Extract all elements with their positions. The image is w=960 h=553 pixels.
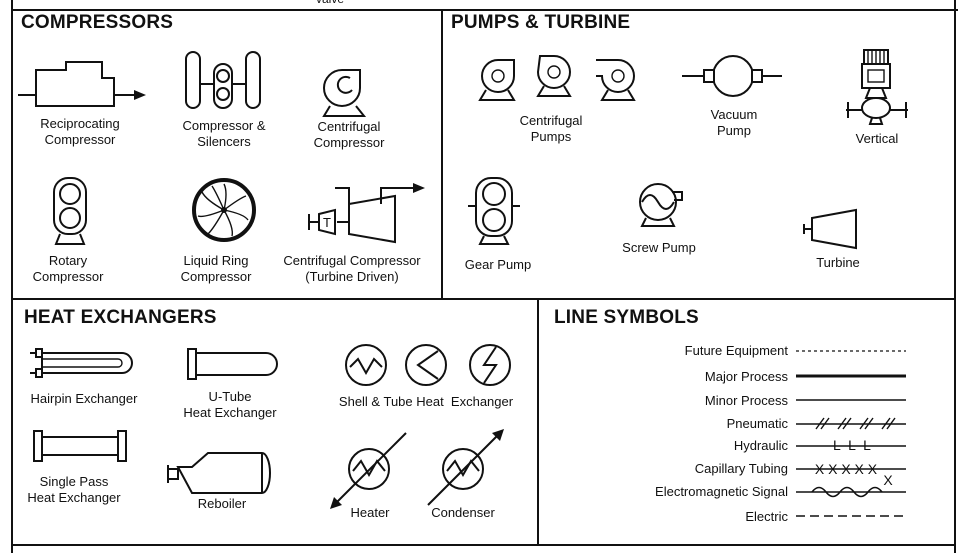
centrifugal-pumps-icon [478,55,636,101]
condenser-label: Condenser [431,505,495,520]
shell-tube-exchanger-label: Shell & Tube Heat Exchanger [338,394,514,409]
gear-pump-icon [468,177,520,245]
rotary-compressor-label: Rotary Compressor [32,253,104,284]
vertical-pump-icon [846,49,908,125]
hydraulic-marks: L L L [833,437,871,453]
heat-exchangers-title: HEAT EXCHANGERS [24,307,217,328]
pumps-panel: PUMPS & TURBINE Centrifugal Pumps [442,10,955,299]
u-tube-exchanger-label: U-Tube Heat Exchanger [183,389,277,420]
centrifugal-pumps-label: Centrifugal Pumps [519,113,583,144]
capillary-tubing-label: Capillary Tubing [694,461,788,476]
electromagnetic-signal-line [796,486,906,498]
hairpin-exchanger-icon [30,348,133,378]
compressor-silencers-label: Compressor & Silencers [182,118,266,149]
hydraulic-label: Hydraulic [733,438,788,453]
turbine-driven-compressor-label: Centrifugal Compressor (Turbine Driven) [283,253,421,284]
centrifugal-compressor-label: Centrifugal Compressor [313,119,385,150]
compressor-silencers-icon [185,51,261,109]
capillary-extra-x: X [883,472,893,488]
turbine-icon [803,208,857,250]
capillary-marks: X X X X X [815,461,878,477]
vacuum-pump-label: Vacuum Pump [710,107,758,138]
minor-process-label: Minor Process [704,393,788,408]
reciprocating-compressor-label: Reciprocating Compressor [40,116,120,147]
u-tube-exchanger-icon [187,348,278,380]
heater-icon [330,432,407,509]
centrifugal-compressor-icon [322,69,367,117]
reciprocating-compressor-icon [18,61,146,107]
hairpin-exchanger-label: Hairpin Exchanger [30,391,138,406]
shell-tube-exchanger-icon [345,344,511,386]
condenser-icon [427,429,504,506]
turbine-driven-compressor-icon: T [308,183,425,244]
single-pass-exchanger-label: Single Pass Heat Exchanger [27,474,121,505]
pneumatic-line [796,417,906,430]
line-symbols-panel: LINE SYMBOLS Future Equipment Major Proc… [538,299,955,545]
reboiler-icon [167,452,271,494]
liquid-ring-compressor-label: Liquid Ring Compressor [180,253,252,284]
top-cutoff-text: valve [316,0,344,7]
vacuum-pump-icon [682,55,782,97]
screw-pump-label: Screw Pump [622,240,696,255]
heat-exchangers-panel: HEAT EXCHANGERS Hairpin Exchanger U-Tube… [12,299,538,545]
rotary-compressor-icon [53,177,87,245]
line-symbols-title: LINE SYMBOLS [554,307,699,328]
electromagnetic-signal-label: Electromagnetic Signal [655,484,788,499]
line-symbol-labels: Future Equipment Major Process Minor Pro… [538,299,788,545]
capillary-tubing-line: X X X X X X [796,461,906,488]
single-pass-exchanger-icon [33,430,127,462]
pumps-title: PUMPS & TURBINE [451,12,631,33]
electric-label: Electric [745,509,788,524]
major-process-label: Major Process [704,369,788,384]
line-symbol-samples: L L L X X X X X X [796,350,906,517]
heater-label: Heater [350,505,390,520]
liquid-ring-compressor-icon [192,178,256,242]
gear-pump-label: Gear Pump [464,257,532,272]
vertical-pump-label: Vertical [855,131,899,146]
compressors-title: COMPRESSORS [21,12,174,33]
compressors-panel: COMPRESSORS Reciprocating Compressor Com… [12,10,442,299]
screw-pump-icon [639,183,683,227]
turbine-t-mark: T [323,215,331,230]
turbine-label: Turbine [816,255,860,270]
pneumatic-label: Pneumatic [726,416,788,431]
reboiler-label: Reboiler [197,496,247,511]
hydraulic-line: L L L [796,437,906,453]
future-equipment-label: Future Equipment [684,343,788,358]
